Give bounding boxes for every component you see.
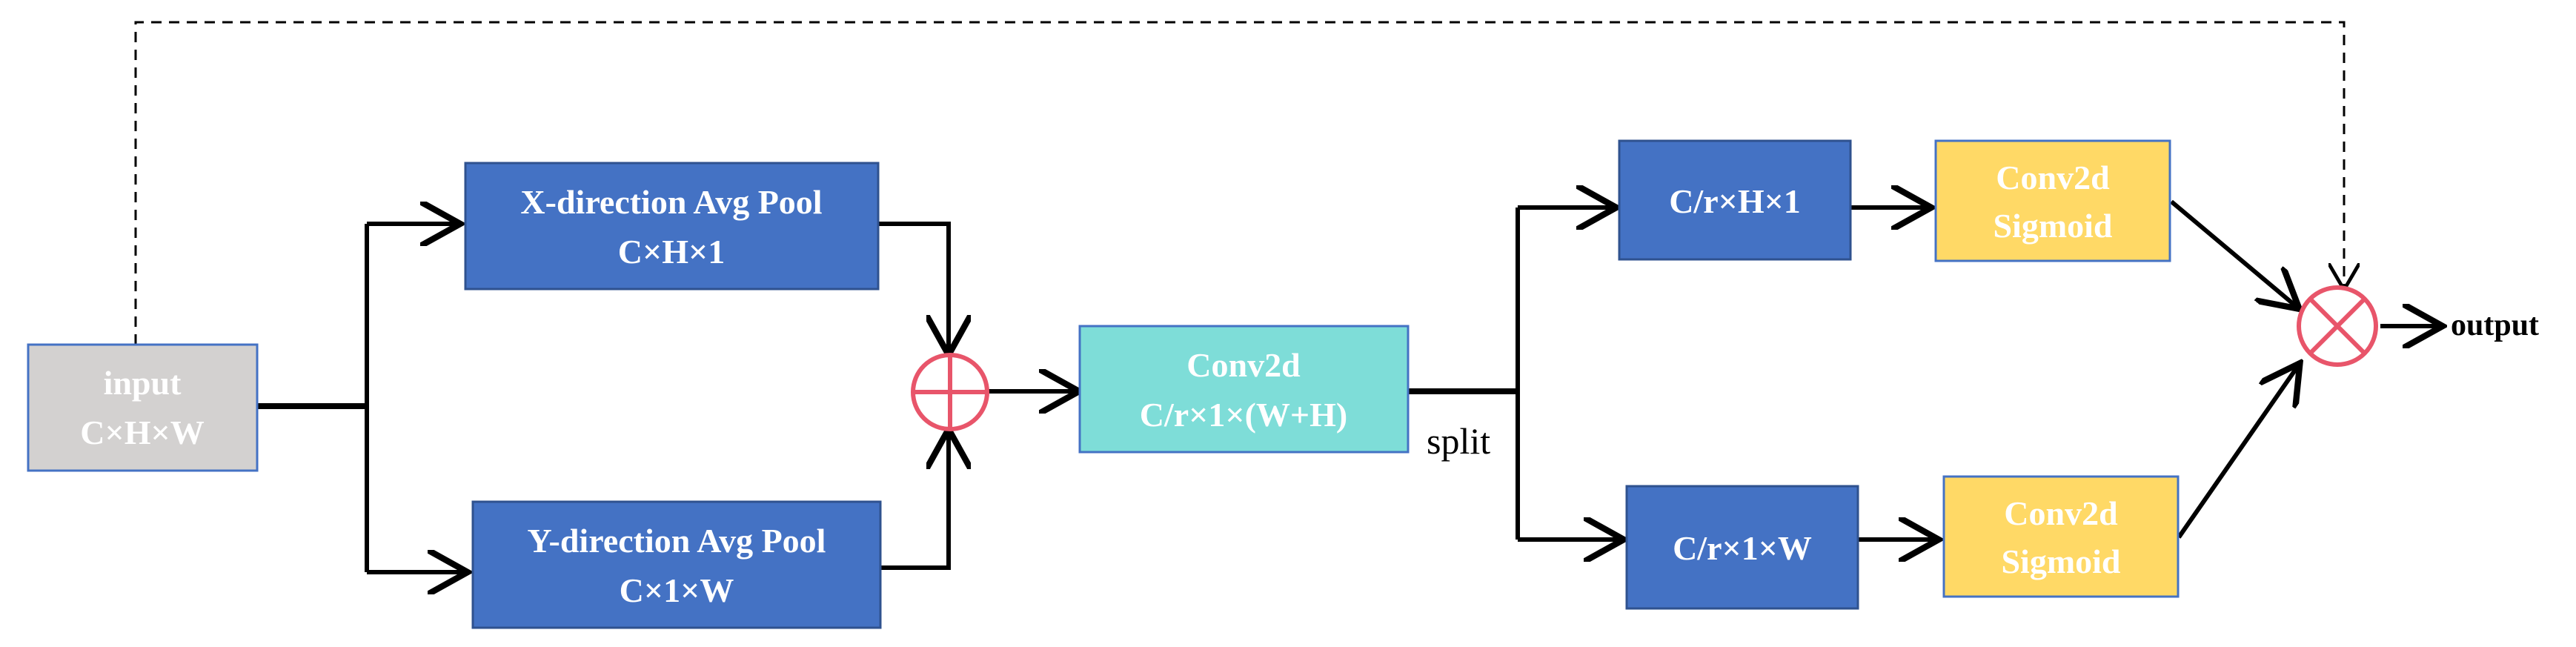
conv2d-sigmoid-top-line2: Sigmoid [1993,207,2112,245]
conv2d-sigmoid-bottom-line2: Sigmoid [2001,543,2120,580]
conv2d-sigmoid-bottom-node: Conv2d Sigmoid [1942,475,2180,598]
input-node: input C×H×W [27,343,259,472]
x-avg-pool-node: X-direction Avg Pool C×H×1 [464,162,880,291]
skip-connection-dashed [134,21,2344,345]
conv2d-sigmoid-top-line1: Conv2d [1996,159,2110,196]
w-branch-shape: C/r×1×W [1673,529,1812,567]
conv2d-sigmoid-bottom-line1: Conv2d [2004,494,2118,532]
input-node-shape: C×H×W [80,414,204,451]
arrow-sigmoid-top-to-multiply [2170,199,2296,306]
conv2d-concat-node: Conv2d C/r×1×(W+H) [1078,325,1410,454]
y-avg-pool-shape: C×1×W [620,571,734,609]
arrow-y-pool-to-add [880,434,949,570]
h-branch-shape: C/r×H×1 [1669,182,1801,220]
output-label: output [2451,308,2539,342]
arrow-x-pool-to-add [878,222,949,351]
y-avg-pool-title: Y-direction Avg Pool [528,522,826,560]
arrow-sigmoid-bottom-to-multiply [2177,367,2297,539]
multiply-operator [2297,285,2378,367]
x-avg-pool-shape: C×H×1 [618,233,725,271]
y-avg-pool-node: Y-direction Avg Pool C×1×W [471,500,882,629]
w-branch-node: C/r×1×W [1625,485,1859,610]
conv2d-sigmoid-top-node: Conv2d Sigmoid [1934,139,2171,262]
x-avg-pool-title: X-direction Avg Pool [520,183,822,221]
h-branch-node: C/r×H×1 [1618,139,1852,261]
split-label: split [1427,420,1490,462]
conv2d-concat-title: Conv2d [1186,346,1301,384]
add-operator [911,353,989,431]
input-node-title: input [104,364,182,402]
conv2d-concat-shape: C/r×1×(W+H) [1140,396,1347,434]
